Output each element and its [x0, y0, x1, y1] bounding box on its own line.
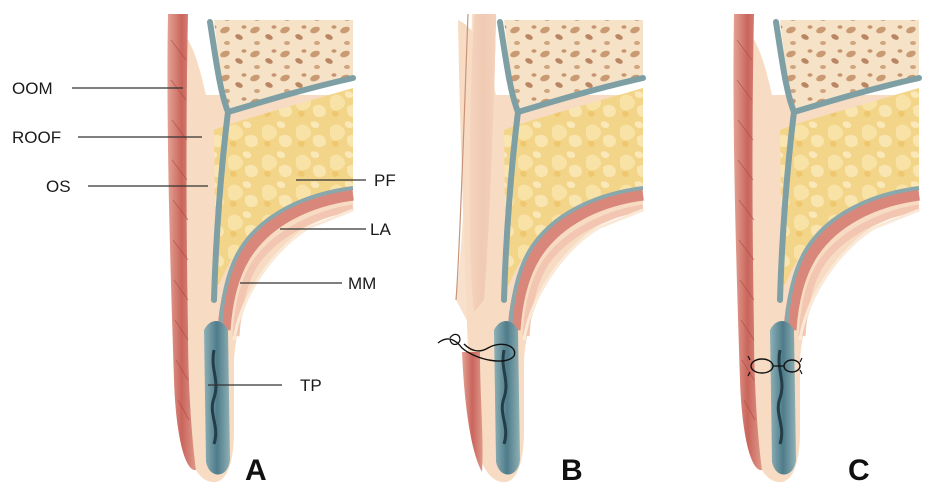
- label-tp: TP: [300, 376, 322, 395]
- panel-a-illustration: [167, 14, 353, 482]
- panel-letter-b: B: [561, 454, 583, 487]
- panel-letter-a: A: [245, 454, 267, 487]
- label-pf: PF: [374, 171, 396, 190]
- panel-b-illustration: [438, 14, 643, 482]
- label-oom: OOM: [12, 79, 53, 98]
- label-roof: ROOF: [12, 128, 61, 147]
- label-os: OS: [46, 177, 71, 196]
- panel-c-illustration: [733, 14, 919, 482]
- label-la: LA: [370, 220, 391, 239]
- label-mm: MM: [348, 274, 376, 293]
- panel-letter-c: C: [848, 454, 870, 487]
